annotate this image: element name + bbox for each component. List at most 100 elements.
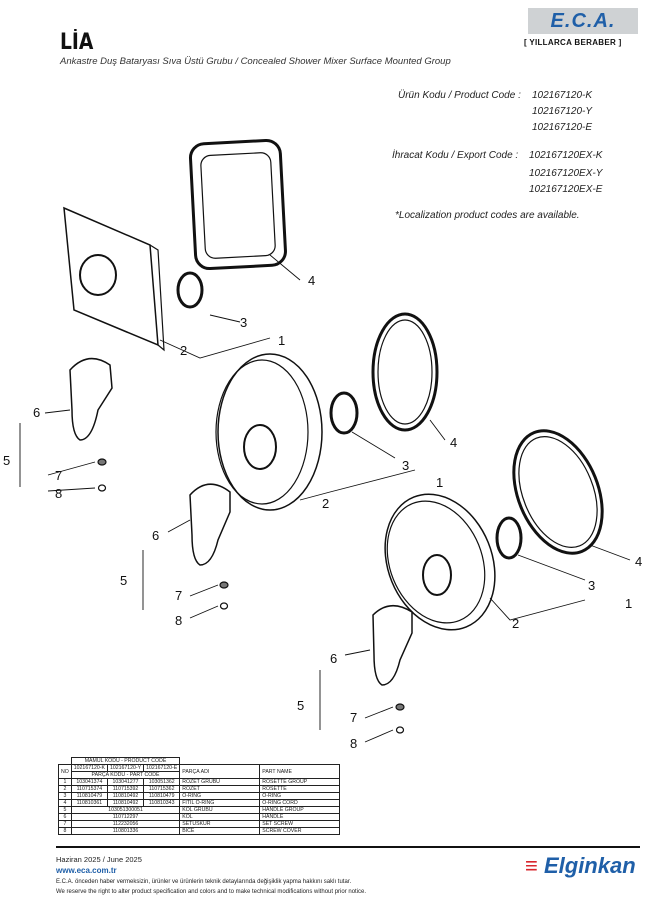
svg-text:5: 5 — [120, 573, 127, 588]
callout-3: 3 — [240, 315, 247, 330]
svg-text:8: 8 — [350, 736, 357, 751]
svg-text:4: 4 — [450, 435, 457, 450]
elginkan-name: Elginkan — [543, 853, 636, 878]
svg-text:3: 3 — [402, 458, 409, 473]
export-code-label: İhracat Kodu / Export Code : — [392, 150, 519, 161]
row-no: 2 — [58, 785, 72, 793]
part-code: 110810479 — [143, 792, 181, 800]
part-code: 110810492 — [106, 799, 145, 807]
product-code-header: MAMUL KODU - PRODUCT CODE — [70, 757, 181, 765]
no-header: NO — [58, 764, 72, 779]
row-no: 1 — [58, 778, 72, 786]
part-name-en: HANDLE — [259, 813, 341, 821]
part-code: 110801336 — [70, 827, 181, 835]
handle — [189, 483, 231, 566]
svg-text:8: 8 — [175, 613, 182, 628]
date: Haziran 2025 / June 2025 — [56, 855, 142, 864]
rosette-oval — [384, 493, 496, 631]
row-no: 4 — [58, 799, 72, 807]
screw-cover — [97, 484, 107, 492]
part-code: 110715392 — [106, 785, 145, 793]
rosette-hole — [79, 254, 117, 296]
website-link[interactable]: www.eca.com.tr — [56, 866, 117, 875]
part-code: 110810492 — [106, 792, 145, 800]
elginkan-logo: ≡ Elginkan — [525, 853, 636, 879]
part-code: 103051300051 — [70, 806, 181, 814]
part-name-en: O-RING CORD — [259, 799, 341, 807]
o-ring — [329, 391, 359, 435]
handle — [372, 605, 413, 686]
part-name-tr: O-RING — [179, 792, 261, 800]
svg-text:4: 4 — [635, 554, 642, 569]
part-name-tr: FİTİL O-RING — [179, 799, 261, 807]
part-name-tr: SETUSKUR — [179, 820, 261, 828]
callout-6: 6 — [33, 405, 40, 420]
export-code: 102167120EX-Y — [529, 168, 603, 179]
notice-en: We reserve the right to alter product sp… — [56, 889, 367, 895]
part-name-en: SCREW COVER — [259, 827, 341, 835]
elginkan-mark-icon: ≡ — [525, 853, 538, 878]
o-ring-cord-square — [188, 138, 287, 271]
callout-5: 5 — [3, 453, 10, 468]
svg-text:2: 2 — [322, 496, 329, 511]
part-name-tr: KOL — [179, 813, 261, 821]
callout-4: 4 — [308, 273, 315, 288]
export-code: 102167120EX-E — [529, 184, 603, 195]
callout-1: 1 — [278, 333, 285, 348]
row-no: 7 — [58, 820, 72, 828]
product-code: 102167120-E — [532, 122, 593, 133]
part-name-en: O-RING — [259, 792, 341, 800]
rosette-round — [217, 353, 323, 511]
part-code: 110715374 — [70, 785, 108, 793]
page-subtitle: Ankastre Duş Bataryası Sıva Üstü Grubu /… — [60, 56, 451, 67]
svg-text:6: 6 — [152, 528, 159, 543]
footer-rule — [56, 846, 640, 848]
part-name-tr: BİCE — [179, 827, 261, 835]
parts-table: MAMUL KODU - PRODUCT CODE NO 102167120-K… — [58, 757, 341, 835]
svg-text:1: 1 — [625, 596, 632, 611]
notice-tr: E.C.A. önceden haber vermeksizin, ürünle… — [56, 879, 352, 885]
part-code: 112232056 — [70, 820, 181, 828]
row-no: 3 — [58, 792, 72, 800]
part-code: 110810343 — [143, 799, 181, 807]
part-code: 103051362 — [143, 778, 181, 786]
part-name-tr: ROZET GRUBU — [179, 778, 261, 786]
svg-text:5: 5 — [297, 698, 304, 713]
row-no: 6 — [58, 813, 72, 821]
part-code: 103041374 — [70, 778, 108, 786]
svg-text:7: 7 — [175, 588, 182, 603]
part-name-en: ROSETTE GROUP — [259, 778, 341, 786]
exploded-diagram: 4 3 1 2 6 5 7 8 4 3 1 2 6 5 7 8 4 3 1 2 … — [3, 138, 642, 751]
set-screw — [97, 458, 107, 466]
eca-logo: E.C.A. — [528, 8, 638, 34]
part-code: 110810479 — [70, 792, 108, 800]
o-ring — [176, 271, 204, 309]
localization-note: *Localization product codes are availabl… — [395, 210, 580, 221]
part-name-tr-header: PARÇA ADI — [179, 764, 261, 779]
export-code: 102167120EX-K — [529, 150, 603, 161]
part-name-tr: KOL GRUBU — [179, 806, 261, 814]
callout-2: 2 — [180, 343, 187, 358]
product-code: 102167120-Y — [532, 106, 593, 117]
product-code: 102167120-K — [532, 90, 593, 101]
svg-text:7: 7 — [350, 710, 357, 725]
svg-text:6: 6 — [330, 651, 337, 666]
page-title: LİA — [60, 30, 94, 55]
part-code-header: PARÇA KODU - PART CODE — [70, 771, 181, 779]
part-name-en: SET SCREW — [259, 820, 341, 828]
part-code: 110715362 — [143, 785, 181, 793]
o-ring — [495, 516, 523, 560]
part-code: 110810361 — [70, 799, 108, 807]
o-ring-cord-round — [371, 312, 439, 432]
handle — [69, 357, 113, 441]
row-no: 8 — [58, 827, 72, 835]
part-name-en-header: PART NAME — [259, 764, 341, 779]
